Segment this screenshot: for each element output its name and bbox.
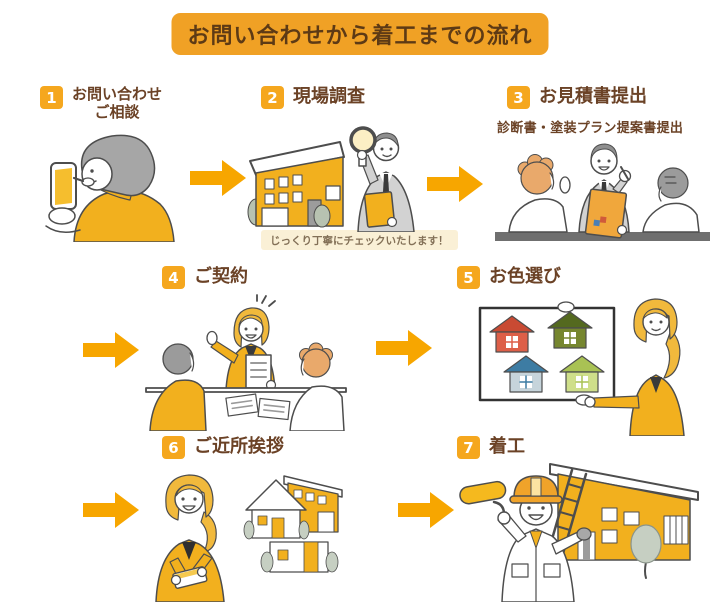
estimate-presentation-icon: [495, 143, 710, 241]
glove: [576, 527, 592, 541]
arrow-step6-to-step7: [398, 490, 456, 530]
house-and-surveyor-icon: [247, 126, 415, 232]
step-1-header: 1 お問い合わせ ご相談: [40, 85, 163, 121]
paper-icon: [257, 397, 291, 421]
arrow-step2-to-step3: [427, 164, 485, 204]
step-2-number-badge: 2: [261, 86, 284, 109]
step-4-header: 4 ご契約: [162, 266, 248, 289]
table: [145, 387, 347, 393]
right-arrow-icon: [83, 332, 139, 368]
step-2-illustration: [246, 124, 424, 232]
step-2-header: 2 現場調査: [261, 86, 365, 109]
step-6-header: 6 ご近所挨拶: [162, 436, 284, 459]
step-5-number-badge: 5: [457, 266, 480, 289]
step-1-number-badge: 1: [40, 86, 63, 109]
step-3-label: お見積書提出: [539, 86, 647, 107]
right-arrow-icon: [376, 330, 432, 366]
blue-house-icon: [503, 355, 549, 393]
arrow-step1-to-step2: [190, 158, 248, 198]
step-3-illustration: [495, 131, 710, 241]
step-5-illustration: [466, 286, 696, 436]
step-7-illustration: [450, 450, 705, 602]
step-7-label: 着工: [489, 436, 525, 457]
paper-icon: [225, 393, 259, 417]
contract-meeting-icon: [145, 294, 347, 431]
step-3-header: 3 お見積書提出: [507, 86, 647, 109]
painter-and-house-icon: [459, 463, 699, 602]
clipboard-icon: [363, 191, 396, 228]
right-arrow-icon: [398, 492, 454, 528]
step-1-illustration: [36, 126, 184, 242]
arrow-step4-to-step5: [376, 328, 434, 368]
step-4-number-badge: 4: [162, 266, 185, 289]
step-5-header: 5 お色選び: [457, 266, 561, 289]
tree-icon: [260, 551, 274, 573]
step-6-number-badge: 6: [162, 436, 185, 459]
elderly-woman-with-smartphone-icon: [45, 134, 175, 242]
step-3-number-badge: 3: [507, 86, 530, 109]
step-7-header: 7 着工: [457, 436, 525, 459]
tree-icon: [630, 524, 662, 564]
neighbor-greeting-icon: [155, 474, 343, 602]
step-5-label: お色選び: [489, 266, 561, 287]
step-7-number-badge: 7: [457, 436, 480, 459]
paint-roller-icon: [459, 480, 507, 505]
step-6-illustration: [138, 460, 346, 602]
step-2-label: 現場調査: [293, 86, 365, 107]
tree-icon: [325, 551, 339, 573]
tree-icon: [313, 204, 331, 228]
tree-icon: [243, 520, 255, 540]
step-6-label: ご近所挨拶: [194, 436, 284, 457]
step-4-label: ご契約: [194, 266, 248, 287]
step-4-illustration: [138, 293, 356, 431]
step-2-note: じっくり丁寧にチェックいたします！: [261, 230, 458, 250]
right-arrow-icon: [83, 492, 139, 528]
step-1-label: お問い合わせ ご相談: [72, 85, 163, 121]
page-title-banner: お問い合わせから着工までの流れ: [171, 13, 549, 55]
arrow-into-step4: [83, 330, 141, 370]
page-title: お問い合わせから着工までの流れ: [187, 24, 533, 49]
step-3-sublabel: 診断書・塗装プラン提案書提出: [497, 121, 684, 136]
red-house-icon: [489, 315, 535, 353]
house-color-chart-icon: [478, 298, 685, 436]
arrow-into-step6: [83, 490, 141, 530]
pen-icon: [620, 166, 629, 180]
olive-house-icon: [547, 311, 593, 349]
tree-icon: [298, 520, 310, 540]
right-arrow-icon: [190, 160, 246, 196]
green-house-icon: [559, 355, 605, 393]
right-arrow-icon: [427, 166, 483, 202]
magnifier-icon: [349, 126, 377, 154]
